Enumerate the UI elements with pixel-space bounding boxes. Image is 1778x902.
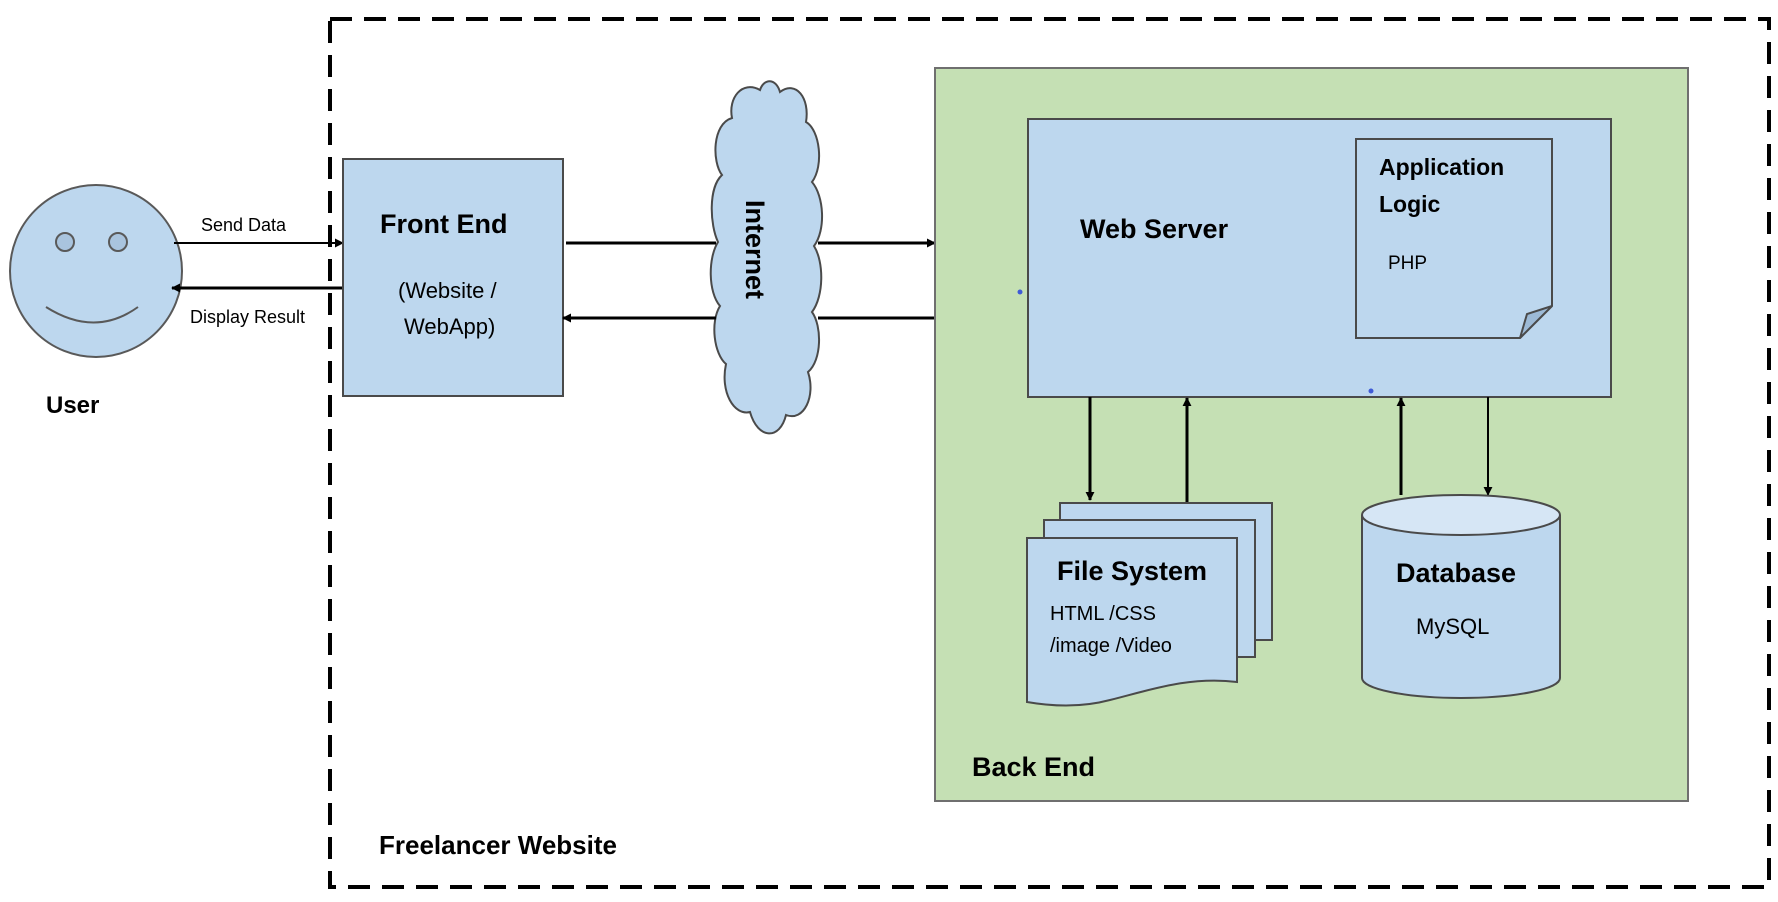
freelancer-website-boundary [328, 17, 1771, 889]
front-end-subtitle-1: (Website / [398, 278, 498, 303]
file-system-documents [1026, 502, 1273, 707]
send-data-label: Send Data [201, 215, 287, 235]
file-system-line-2: /image /Video [1050, 635, 1172, 657]
file-system-title: File System [1057, 556, 1207, 586]
database-subtitle: MySQL [1416, 614, 1489, 639]
file-system-line-1: HTML /CSS [1050, 603, 1156, 625]
user-label: User [46, 392, 99, 419]
freelancer-website-label: Freelancer Website [379, 830, 617, 860]
php-label: PHP [1388, 253, 1427, 274]
front-end-subtitle-2: WebApp) [404, 314, 495, 339]
application-logic-note [1355, 138, 1553, 339]
database-cylinder [1361, 494, 1561, 699]
front-end-box [342, 158, 564, 397]
display-result-label: Display Result [190, 307, 305, 327]
application-logic-line-2: Logic [1379, 191, 1441, 217]
internet-label: Internet [740, 200, 770, 299]
back-end-label: Back End [972, 752, 1095, 782]
database-title: Database [1396, 558, 1516, 588]
front-end-title: Front End [380, 209, 507, 239]
internet-cloud [709, 80, 824, 435]
application-logic-line-1: Application [1379, 154, 1504, 180]
user-icon [9, 184, 183, 358]
selection-dot-bottom [1368, 388, 1374, 394]
web-server-label: Web Server [1080, 214, 1229, 244]
selection-dot-left [1017, 289, 1023, 295]
